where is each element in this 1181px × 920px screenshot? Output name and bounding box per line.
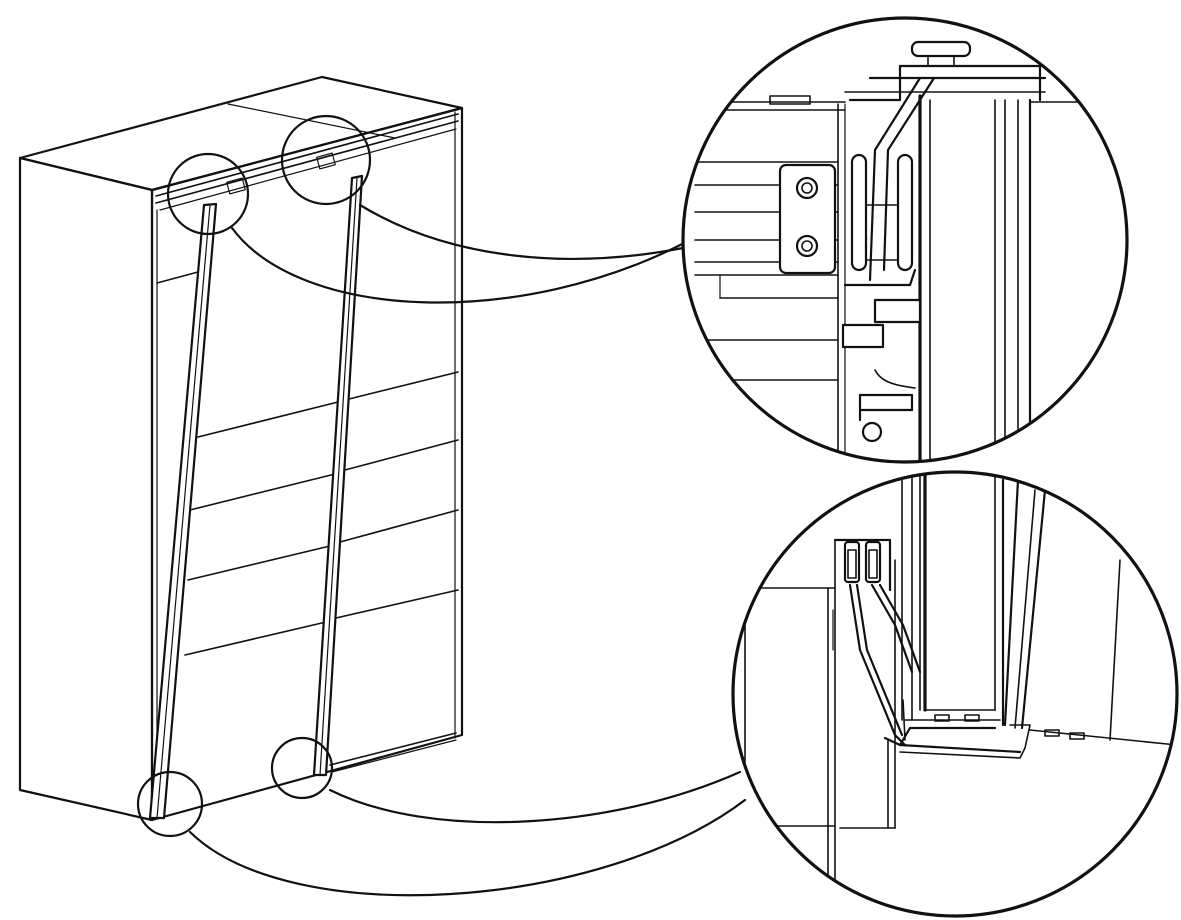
- callout-top-right: [280, 114, 372, 206]
- bracket-plate: [778, 163, 837, 275]
- sliding-door-left: [148, 202, 218, 820]
- top-detail-border: [681, 16, 1129, 464]
- top-track: [155, 113, 459, 211]
- roller-wheel: [896, 153, 914, 272]
- wardrobe: [18, 75, 464, 822]
- roller-wheel: [850, 153, 868, 272]
- wardrobe-side-panel: [18, 156, 154, 822]
- bottom-detail-border: [731, 470, 1179, 918]
- bottom-rail: [329, 732, 457, 773]
- leader-top-left: [230, 226, 692, 304]
- bottom-detail: [731, 470, 1179, 918]
- guide-clip: [843, 540, 861, 584]
- leader-bottom-left: [188, 798, 747, 897]
- leader-bottom-right: [328, 770, 742, 824]
- callout-top-left: [166, 152, 250, 236]
- top-detail: [681, 16, 1129, 464]
- sliding-door-right: [312, 174, 364, 777]
- callout-bottom-left: [136, 770, 204, 838]
- bolt-icon: [795, 176, 819, 200]
- callout-markers: [136, 114, 372, 838]
- leader-lines: [188, 203, 747, 897]
- guide-clip: [864, 540, 882, 584]
- wardrobe-front-frame: [150, 106, 464, 822]
- bolt-icon: [795, 234, 819, 258]
- adjust-knob: [910, 40, 972, 58]
- callout-bottom-right: [270, 736, 334, 800]
- leader-top-right: [358, 203, 685, 260]
- shelf-lines: [156, 271, 459, 656]
